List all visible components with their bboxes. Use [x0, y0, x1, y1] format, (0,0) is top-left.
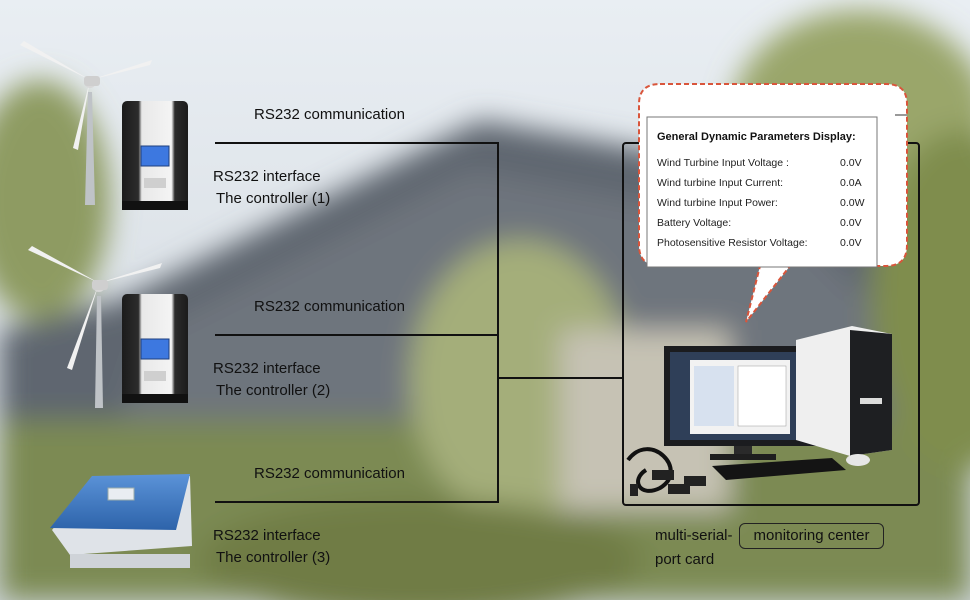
parameter-label: Photosensitive Resistor Voltage:: [657, 237, 808, 249]
controller-name-2: The controller (2): [216, 382, 331, 399]
controller-device-icon: [122, 101, 188, 210]
parameter-label: Wind turbine Input Current:: [657, 177, 784, 189]
wind-turbine-icon: [20, 41, 152, 205]
parameter-row: Wind turbine Input Current: 0.0A: [657, 177, 867, 191]
parameter-callout: [638, 83, 908, 323]
communication-label-1: RS232 communication: [254, 106, 405, 123]
serial-card-label-line1: multi-serial-: [655, 527, 733, 544]
parameter-label: Battery Voltage:: [657, 217, 732, 229]
communication-label-3: RS232 communication: [254, 465, 405, 482]
parameter-value: 0.0W: [840, 197, 865, 209]
interface-label-1: RS232 interface: [213, 168, 321, 185]
controller-device-icon: [122, 294, 188, 403]
interface-label-3: RS232 interface: [213, 527, 321, 544]
parameter-label: Wind turbine Input Power:: [657, 197, 778, 209]
parameter-value: 0.0A: [840, 177, 862, 189]
parameter-row: Wind turbine Input Power: 0.0W: [657, 197, 867, 211]
serial-card-label-line2: port card: [655, 551, 715, 568]
wind-turbine-icon: [28, 246, 162, 408]
parameters-panel-title: General Dynamic Parameters Display:: [657, 131, 856, 143]
computer-icon: [626, 326, 892, 496]
communication-label-2: RS232 communication: [254, 298, 405, 315]
parameter-value: 0.0V: [840, 157, 862, 169]
inverter-device-icon: [50, 474, 192, 568]
controller-name-1: The controller (1): [216, 190, 331, 207]
monitoring-center-label: monitoring center: [739, 523, 884, 549]
parameter-value: 0.0V: [840, 237, 862, 249]
parameter-row: Wind Turbine Input Voltage : 0.0V: [657, 157, 867, 171]
parameter-label: Wind Turbine Input Voltage :: [657, 157, 789, 169]
parameter-value: 0.0V: [840, 217, 862, 229]
parameter-row: Battery Voltage: 0.0V: [657, 217, 867, 231]
controller-name-3: The controller (3): [216, 549, 331, 566]
parameter-row: Photosensitive Resistor Voltage: 0.0V: [657, 237, 867, 251]
interface-label-2: RS232 interface: [213, 360, 321, 377]
